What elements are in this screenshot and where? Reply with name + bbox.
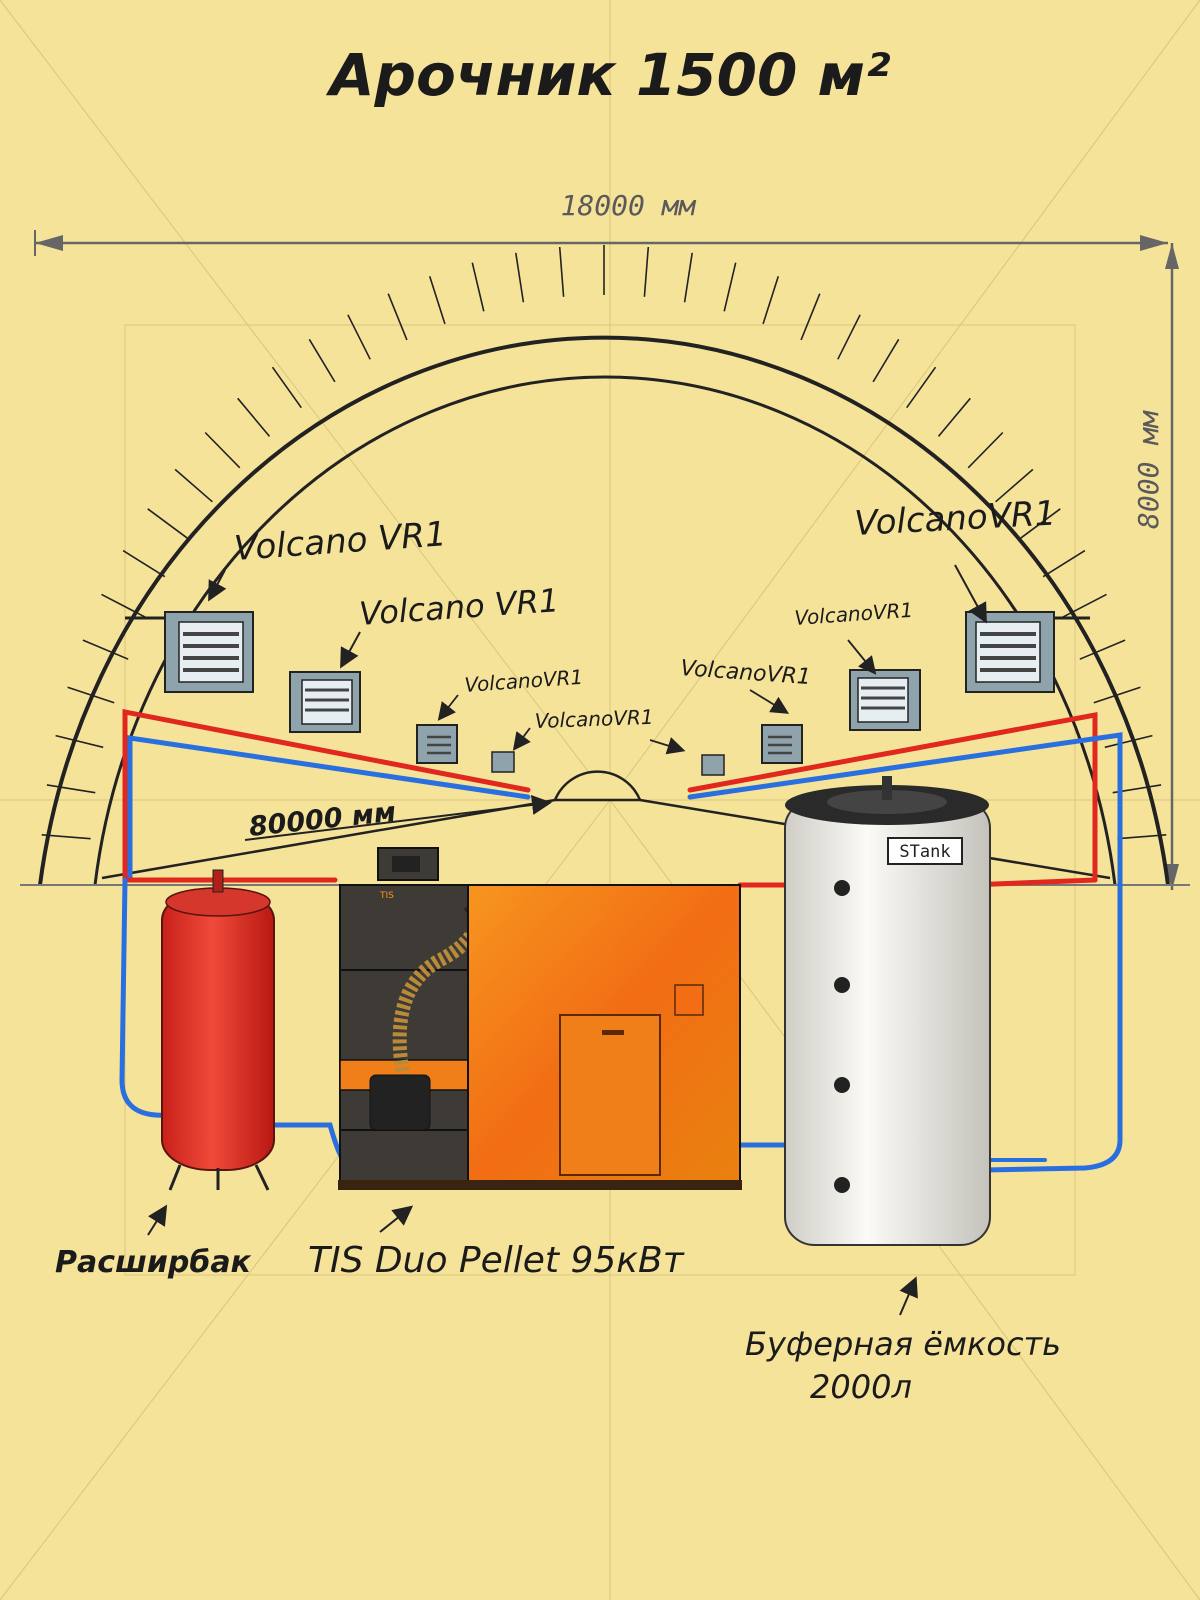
- boiler-badge: TIS: [379, 891, 394, 901]
- heater-right-3-label: VolcanoVR1: [680, 656, 812, 690]
- buffer-tank-label-line1: Буферная ёмкость: [745, 1325, 1061, 1363]
- arch-rib: [309, 339, 335, 382]
- buffer-tank: STank: [785, 776, 990, 1245]
- buffer-brand: STank: [899, 842, 950, 862]
- heater-right-2-label: VolcanoVR1: [794, 598, 914, 630]
- heater-right-2: [850, 670, 920, 730]
- expansion-tank: [162, 870, 274, 1190]
- width-dimension-label: 18000 мм: [561, 189, 697, 222]
- heater-left-3: [417, 725, 457, 763]
- arch-rib: [1080, 640, 1125, 659]
- arch-rib: [238, 398, 270, 436]
- arch-rib: [47, 785, 95, 793]
- arch-rib: [724, 263, 736, 312]
- heater-right-2-arrow: [848, 640, 874, 672]
- length-dimension-label: 80000 мм: [247, 797, 397, 843]
- arch-rib: [388, 294, 407, 340]
- heater-right-3: [762, 725, 802, 763]
- heater-left-2: [290, 672, 360, 732]
- arch-rib: [763, 276, 778, 324]
- heater-right-1-label: VolcanoVR1: [853, 493, 1057, 544]
- expansion-tank-label: Расширбак: [55, 1245, 252, 1280]
- heater-left-4-arrow: [515, 728, 530, 748]
- arch-rib: [873, 339, 899, 382]
- heater-left-3-arrow: [440, 695, 458, 718]
- arch-rib: [472, 263, 484, 312]
- boiler-label: TIS Duo Pellet 95кВт: [308, 1240, 685, 1281]
- heater-left-3-label: VolcanoVR1: [464, 665, 584, 697]
- arch-rib: [939, 398, 971, 436]
- height-dimension: 8000 мм: [1132, 243, 1179, 890]
- buffer-tank-label-line2: 2000л: [810, 1368, 912, 1406]
- expansion-tank-arrow: [148, 1208, 165, 1235]
- arch-rib: [644, 247, 648, 297]
- heater-right-4-arrow: [650, 740, 682, 750]
- length-dimension: 80000 мм: [245, 797, 548, 843]
- heater-right-3-arrow: [750, 690, 786, 712]
- heater-left-1: [125, 612, 253, 692]
- arch-rib: [801, 294, 820, 340]
- heater-left-2-arrow: [342, 632, 360, 665]
- heater-left-4-label: VolcanoVR1: [534, 705, 654, 733]
- arch-rib: [560, 247, 564, 297]
- arch-rib: [273, 367, 302, 408]
- height-dimension-label: 8000 мм: [1132, 410, 1165, 529]
- arch-rib: [907, 367, 936, 408]
- page-title: Арочник 1500 м²: [326, 41, 891, 109]
- arch-rib: [205, 433, 240, 468]
- heater-right-4: [702, 755, 724, 775]
- arch-rib: [148, 509, 188, 538]
- arch-rib: [838, 315, 860, 360]
- arch-rib: [56, 736, 104, 748]
- buffer-tank-arrow: [900, 1280, 915, 1315]
- heater-right-1: [966, 612, 1090, 692]
- arch-rib: [430, 276, 445, 324]
- arch-rib: [83, 640, 128, 659]
- arch-rib: [968, 433, 1003, 468]
- arch-rib: [516, 253, 524, 302]
- arch-rib: [1043, 551, 1085, 577]
- boiler-arrow: [380, 1208, 410, 1232]
- heater-left-4: [492, 752, 514, 772]
- arch-rib: [685, 253, 693, 302]
- pellet-boiler: TIS: [338, 848, 742, 1190]
- arch-rib: [175, 469, 212, 501]
- heater-left-2-label: Volcano VR1: [358, 581, 560, 633]
- arch-rib: [348, 315, 370, 360]
- arch-rib: [123, 551, 165, 577]
- width-dimension: 18000 мм: [35, 189, 1168, 256]
